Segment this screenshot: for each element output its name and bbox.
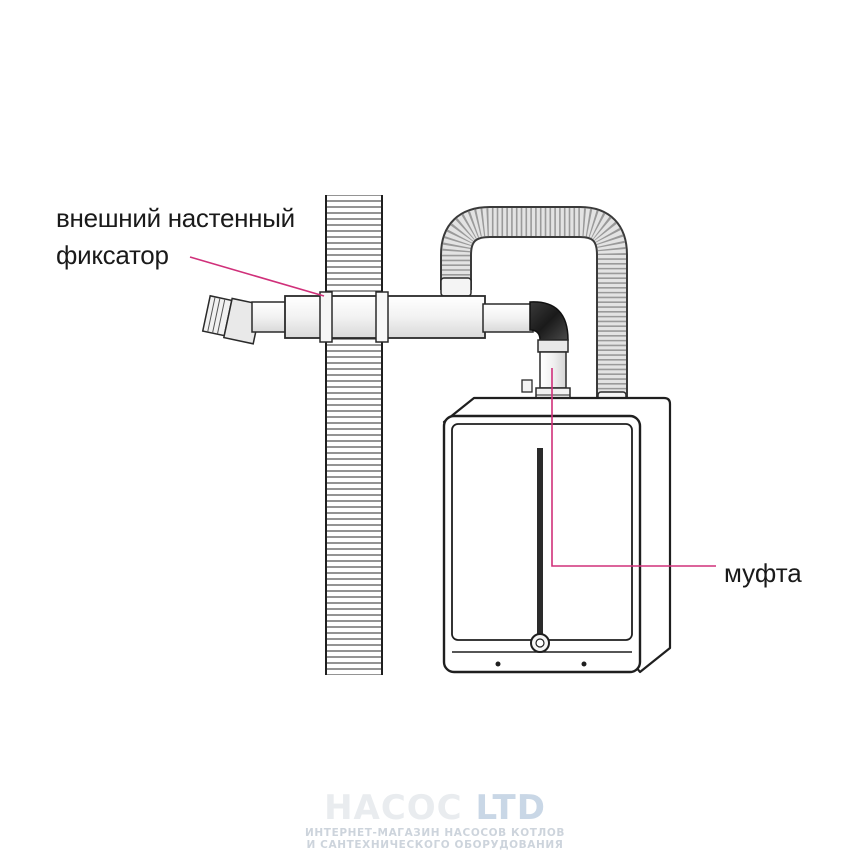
wall (325, 195, 383, 675)
watermark-brand-light: НАСОС (324, 788, 463, 828)
label-wall-fixator-line2: фиксатор (56, 240, 169, 270)
boiler (442, 396, 672, 674)
flue-terminal (201, 294, 263, 345)
vertical-flue-pipe (521, 339, 571, 403)
watermark-brand-accent: LTD (475, 788, 546, 828)
leader-line-fixator (189, 256, 325, 297)
watermark-logo: НАСОС LTD (305, 788, 565, 828)
elbow-fitting (529, 301, 569, 341)
boiler-indicator-dot (495, 661, 501, 667)
label-wall-fixator-line1: внешний настенный (56, 203, 295, 233)
horizontal-flue-pipe (201, 291, 534, 345)
watermark-tagline: ИНТЕРНЕТ-МАГАЗИН НАСОСОВ КОТЛОВ И САНТЕХ… (305, 827, 565, 851)
label-coupling: муфта (724, 558, 802, 588)
corrugated-hose (440, 206, 628, 411)
leader-line-coupling (551, 368, 716, 567)
leader-lines (189, 256, 716, 567)
